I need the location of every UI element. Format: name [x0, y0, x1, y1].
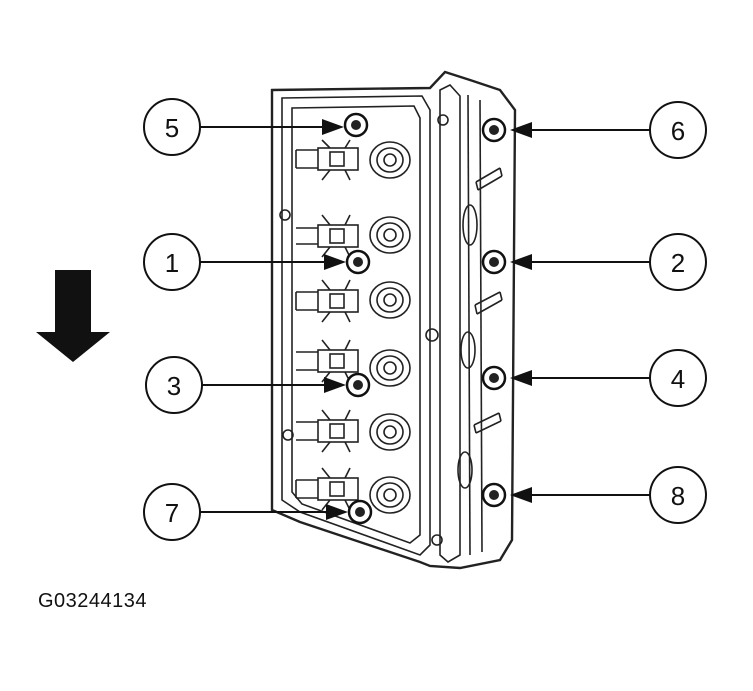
rocker-guides: [295, 139, 359, 511]
callout-label: 3: [167, 371, 181, 401]
head-bolts: [343, 112, 507, 525]
valve-springs: [369, 141, 411, 514]
direction-arrow-down: [36, 270, 110, 362]
callout-label: 2: [671, 248, 685, 278]
callout-label: 4: [671, 364, 685, 394]
callout-7: 7: [143, 483, 201, 541]
callout-8: 8: [649, 466, 707, 524]
callout-label: 6: [671, 116, 685, 146]
cylinder-head: [270, 70, 517, 570]
bolt-8: [481, 482, 507, 508]
callout-label: 5: [165, 113, 179, 143]
callout-label: 8: [671, 481, 685, 511]
callout-1: 1: [143, 233, 201, 291]
bolt-5: [343, 112, 369, 138]
bolt-4: [481, 365, 507, 391]
bolt-7: [347, 499, 373, 525]
leader-lines: [200, 119, 650, 520]
bolt-3: [345, 372, 371, 398]
callout-label: 7: [165, 498, 179, 528]
callout-3: 3: [145, 356, 203, 414]
callout-label: 1: [165, 248, 179, 278]
bolt-1: [345, 249, 371, 275]
callout-6: 6: [649, 101, 707, 159]
callout-2: 2: [649, 233, 707, 291]
bolt-2: [481, 249, 507, 275]
figure-id: G03244134: [38, 590, 148, 612]
bolt-6: [481, 117, 507, 143]
callout-4: 4: [649, 349, 707, 407]
callout-5: 5: [143, 98, 201, 156]
